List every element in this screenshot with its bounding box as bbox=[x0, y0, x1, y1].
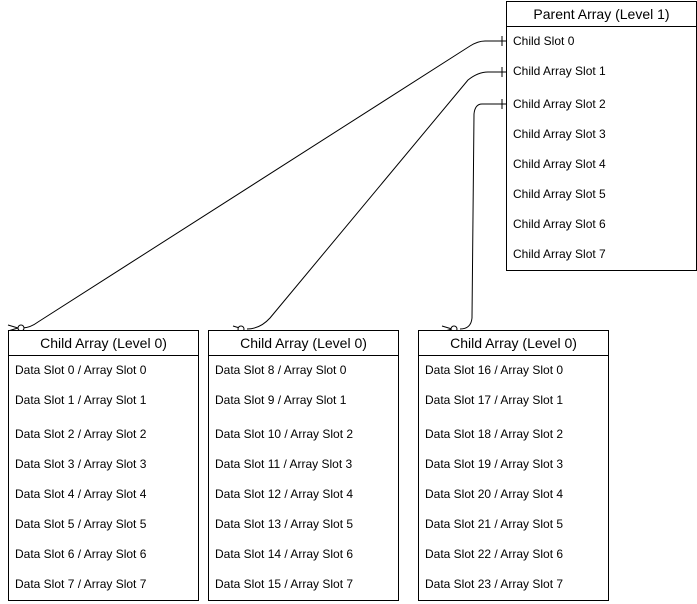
parent-row-5[interactable]: Child Array Slot 5 bbox=[513, 187, 606, 201]
connector-slot-1-to-child-1 bbox=[246, 71, 506, 330]
parent-row-1[interactable]: Child Array Slot 1 bbox=[513, 64, 606, 78]
parent-array-table[interactable]: Parent Array (Level 1) Child Slot 0 Chil… bbox=[506, 1, 697, 271]
child-0-row-6[interactable]: Data Slot 6 / Array Slot 6 bbox=[15, 547, 147, 561]
child-array-title: Child Array (Level 0) bbox=[9, 331, 198, 356]
parent-row-0[interactable]: Child Slot 0 bbox=[513, 34, 575, 48]
parent-array-title: Parent Array (Level 1) bbox=[507, 2, 696, 27]
child-array-table-0[interactable]: Child Array (Level 0) Data Slot 0 / Arra… bbox=[8, 330, 199, 601]
child-array-table-1[interactable]: Child Array (Level 0) Data Slot 8 / Arra… bbox=[208, 330, 399, 601]
parent-row-2[interactable]: Child Array Slot 2 bbox=[513, 97, 606, 111]
child-1-row-4[interactable]: Data Slot 12 / Array Slot 4 bbox=[215, 487, 354, 501]
child-2-row-6[interactable]: Data Slot 22 / Array Slot 6 bbox=[425, 547, 564, 561]
connector-slot-2-to-child-2 bbox=[459, 103, 506, 330]
parent-row-7[interactable]: Child Array Slot 7 bbox=[513, 247, 606, 261]
child-1-row-0[interactable]: Data Slot 8 / Array Slot 0 bbox=[215, 363, 347, 377]
child-0-row-5[interactable]: Data Slot 5 / Array Slot 5 bbox=[15, 517, 147, 531]
child-2-row-4[interactable]: Data Slot 20 / Array Slot 4 bbox=[425, 487, 564, 501]
child-array-title: Child Array (Level 0) bbox=[419, 331, 608, 356]
child-1-row-5[interactable]: Data Slot 13 / Array Slot 5 bbox=[215, 517, 354, 531]
child-2-row-1[interactable]: Data Slot 17 / Array Slot 1 bbox=[425, 393, 564, 407]
child-1-row-2[interactable]: Data Slot 10 / Array Slot 2 bbox=[215, 427, 354, 441]
child-0-row-2[interactable]: Data Slot 2 / Array Slot 2 bbox=[15, 427, 147, 441]
child-2-row-2[interactable]: Data Slot 18 / Array Slot 2 bbox=[425, 427, 564, 441]
child-2-row-3[interactable]: Data Slot 19 / Array Slot 3 bbox=[425, 457, 564, 471]
child-0-row-1[interactable]: Data Slot 1 / Array Slot 1 bbox=[15, 393, 147, 407]
child-1-row-3[interactable]: Data Slot 11 / Array Slot 3 bbox=[215, 457, 353, 471]
child-0-row-3[interactable]: Data Slot 3 / Array Slot 3 bbox=[15, 457, 147, 471]
child-2-row-7[interactable]: Data Slot 23 / Array Slot 7 bbox=[425, 577, 564, 591]
child-1-row-7[interactable]: Data Slot 15 / Array Slot 7 bbox=[215, 577, 354, 591]
child-1-row-6[interactable]: Data Slot 14 / Array Slot 6 bbox=[215, 547, 354, 561]
parent-row-4[interactable]: Child Array Slot 4 bbox=[513, 157, 606, 171]
child-2-row-0[interactable]: Data Slot 16 / Array Slot 0 bbox=[425, 363, 564, 377]
connector-slot-0-to-child-0 bbox=[21, 40, 506, 329]
child-array-table-2[interactable]: Child Array (Level 0) Data Slot 16 / Arr… bbox=[418, 330, 609, 601]
child-1-row-1[interactable]: Data Slot 9 / Array Slot 1 bbox=[215, 393, 347, 407]
parent-row-3[interactable]: Child Array Slot 3 bbox=[513, 127, 606, 141]
child-0-row-7[interactable]: Data Slot 7 / Array Slot 7 bbox=[15, 577, 147, 591]
parent-row-6[interactable]: Child Array Slot 6 bbox=[513, 217, 606, 231]
child-2-row-5[interactable]: Data Slot 21 / Array Slot 5 bbox=[425, 517, 564, 531]
child-0-row-4[interactable]: Data Slot 4 / Array Slot 4 bbox=[15, 487, 147, 501]
child-array-title: Child Array (Level 0) bbox=[209, 331, 398, 356]
child-0-row-0[interactable]: Data Slot 0 / Array Slot 0 bbox=[15, 363, 147, 377]
